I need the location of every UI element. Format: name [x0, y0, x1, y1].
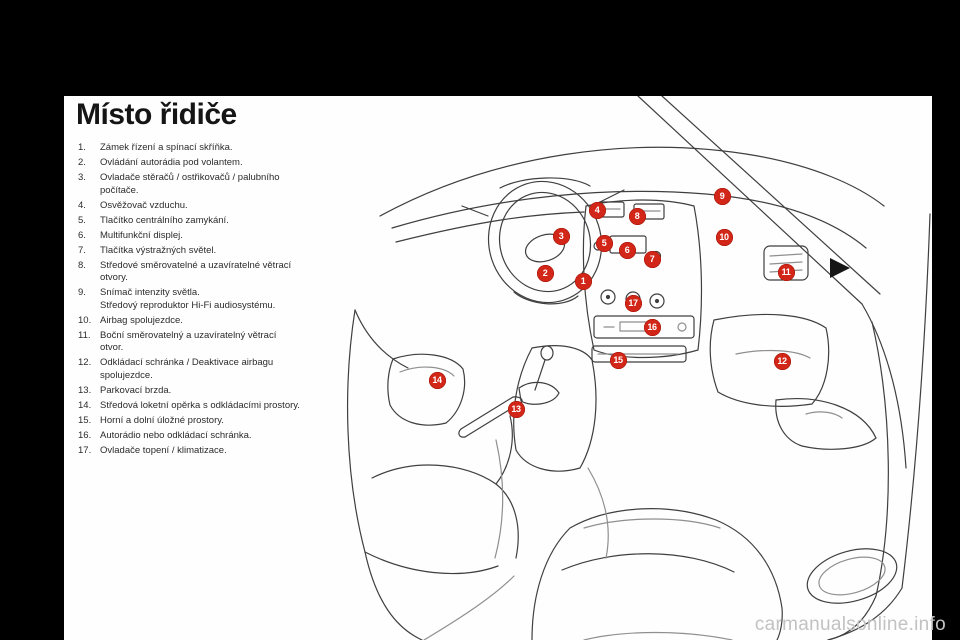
legend-item: 12. Odkládací schránka / Deaktivace airba…	[78, 357, 314, 382]
legend-item-text-line2: Středový reproduktor Hi-Fi audiosystému.	[100, 299, 276, 311]
legend-item: 17. Ovladače topení / klimatizace.	[78, 445, 314, 458]
callout-marker-11: 11	[777, 263, 795, 281]
legend-item-number: 10.	[78, 314, 92, 326]
legend-item: 16. Autorádio nebo odkládací schránka.	[78, 430, 314, 443]
callout-marker-12: 12	[773, 352, 791, 370]
callout-marker-8: 8	[628, 207, 646, 225]
callout-marker-4: 4	[588, 201, 606, 219]
legend-item-number: 1.	[78, 142, 86, 153]
legend-item-text: Airbag spolujezdce.	[100, 314, 183, 326]
callout-marker-15: 15	[609, 351, 627, 369]
watermark: carmanualsonline.info	[754, 614, 946, 635]
legend-item: 13. Parkovací brzda.	[78, 385, 314, 398]
legend-item-number: 17.	[78, 444, 92, 456]
legend-item: 5. Tlačítko centrálního zamykání.	[78, 215, 314, 228]
legend-item-text: Osvěžovač vzduchu.	[100, 199, 188, 211]
legend-item-text: Boční směrovatelný a uzavíratelný větrac…	[100, 329, 277, 354]
legend-item-number: 7.	[78, 244, 86, 256]
legend-item-text: Ovladače stěračů / ostřikovačů / palubní…	[100, 172, 280, 196]
callout-marker-16: 16	[643, 318, 661, 336]
legend-item: 1. Zámek řízení a spínací skříňka.	[78, 142, 314, 155]
legend-item: 3. Ovladače stěračů / ostřikovačů / palub…	[78, 172, 314, 197]
legend-item: 9. Snímač intenzity světla.Středový repro…	[78, 287, 314, 312]
legend-item: 8. Středové směrovatelné a uzavíratelné v…	[78, 260, 314, 285]
legend-item-number: 9.	[78, 287, 86, 298]
legend-item-text: Tlačítka výstražných světel.	[100, 244, 217, 256]
legend-item-text: Snímač intenzity světla.Středový reprodu…	[100, 287, 302, 312]
legend-item-text: Středová loketní opěrka s odkládacími pr…	[100, 399, 300, 411]
legend-item-text: Parkovací brzda.	[100, 384, 172, 396]
legend-item-text: Středové směrovatelné a uzavíratelné vět…	[100, 259, 292, 284]
callout-marker-17: 17	[624, 294, 642, 312]
legend-item: 10. Airbag spolujezdce.	[78, 315, 314, 328]
legend-item-number: 15.	[78, 414, 92, 426]
legend-item: 4. Osvěžovač vzduchu.	[78, 200, 314, 213]
legend-item: 15. Horní a dolní úložné prostory.	[78, 415, 314, 428]
callout-marker-14: 14	[428, 371, 446, 389]
legend-item-text: Tlačítko centrálního zamykání.	[100, 214, 229, 226]
legend-item: 7. Tlačítka výstražných světel.	[78, 245, 314, 258]
legend-item-number: 8.	[78, 259, 86, 271]
legend-item-number: 4.	[78, 199, 86, 211]
callout-marker-9: 9	[713, 187, 731, 205]
legend-item-text: Odkládací schránka / Deaktivace airbagu …	[100, 357, 274, 381]
legend-item: 6. Multifunkční displej.	[78, 230, 314, 243]
legend-item-number: 16.	[78, 429, 92, 441]
callout-marker-10: 10	[715, 228, 733, 246]
legend-item-number: 13.	[78, 384, 92, 396]
legend-item-text: Ovládání autorádia pod volantem.	[100, 157, 243, 168]
legend-item-number: 6.	[78, 229, 86, 241]
manual-page: Místo řidiče 1. Zámek řízení a spínací sk…	[64, 96, 932, 640]
legend-item-text: Ovladače topení / klimatizace.	[100, 444, 227, 456]
callout-marker-7: 7	[643, 250, 661, 268]
page-title: Místo řidiče	[76, 98, 237, 131]
callout-marker-2: 2	[536, 264, 554, 282]
legend-item-number: 11.	[78, 329, 91, 341]
legend-item: 14. Středová loketní opěrka s odkládacími…	[78, 400, 314, 413]
callout-marker-13: 13	[507, 400, 525, 418]
legend-item: 2. Ovládání autorádia pod volantem.	[78, 157, 314, 170]
legend-item-number: 2.	[78, 157, 86, 168]
callout-marker-1: 1	[574, 272, 592, 290]
callout-marker-5: 5	[595, 234, 613, 252]
legend-item-number: 3.	[78, 172, 86, 183]
callout-marker-6: 6	[618, 241, 636, 259]
callout-marker-3: 3	[552, 227, 570, 245]
legend-item-text: Horní a dolní úložné prostory.	[100, 414, 224, 426]
legend-item: 11. Boční směrovatelný a uzavíratelný vět…	[78, 330, 314, 355]
legend-item-text: Zámek řízení a spínací skříňka.	[100, 142, 233, 153]
legend-list: 1. Zámek řízení a spínací skříňka. 2. Ovlád…	[78, 142, 314, 460]
legend-item-text: Multifunkční displej.	[100, 229, 183, 241]
legend-item-number: 14.	[78, 399, 92, 411]
legend-item-number: 5.	[78, 214, 86, 226]
legend-item-text: Autorádio nebo odkládací schránka.	[100, 429, 252, 441]
legend-item-number: 12.	[78, 357, 92, 368]
